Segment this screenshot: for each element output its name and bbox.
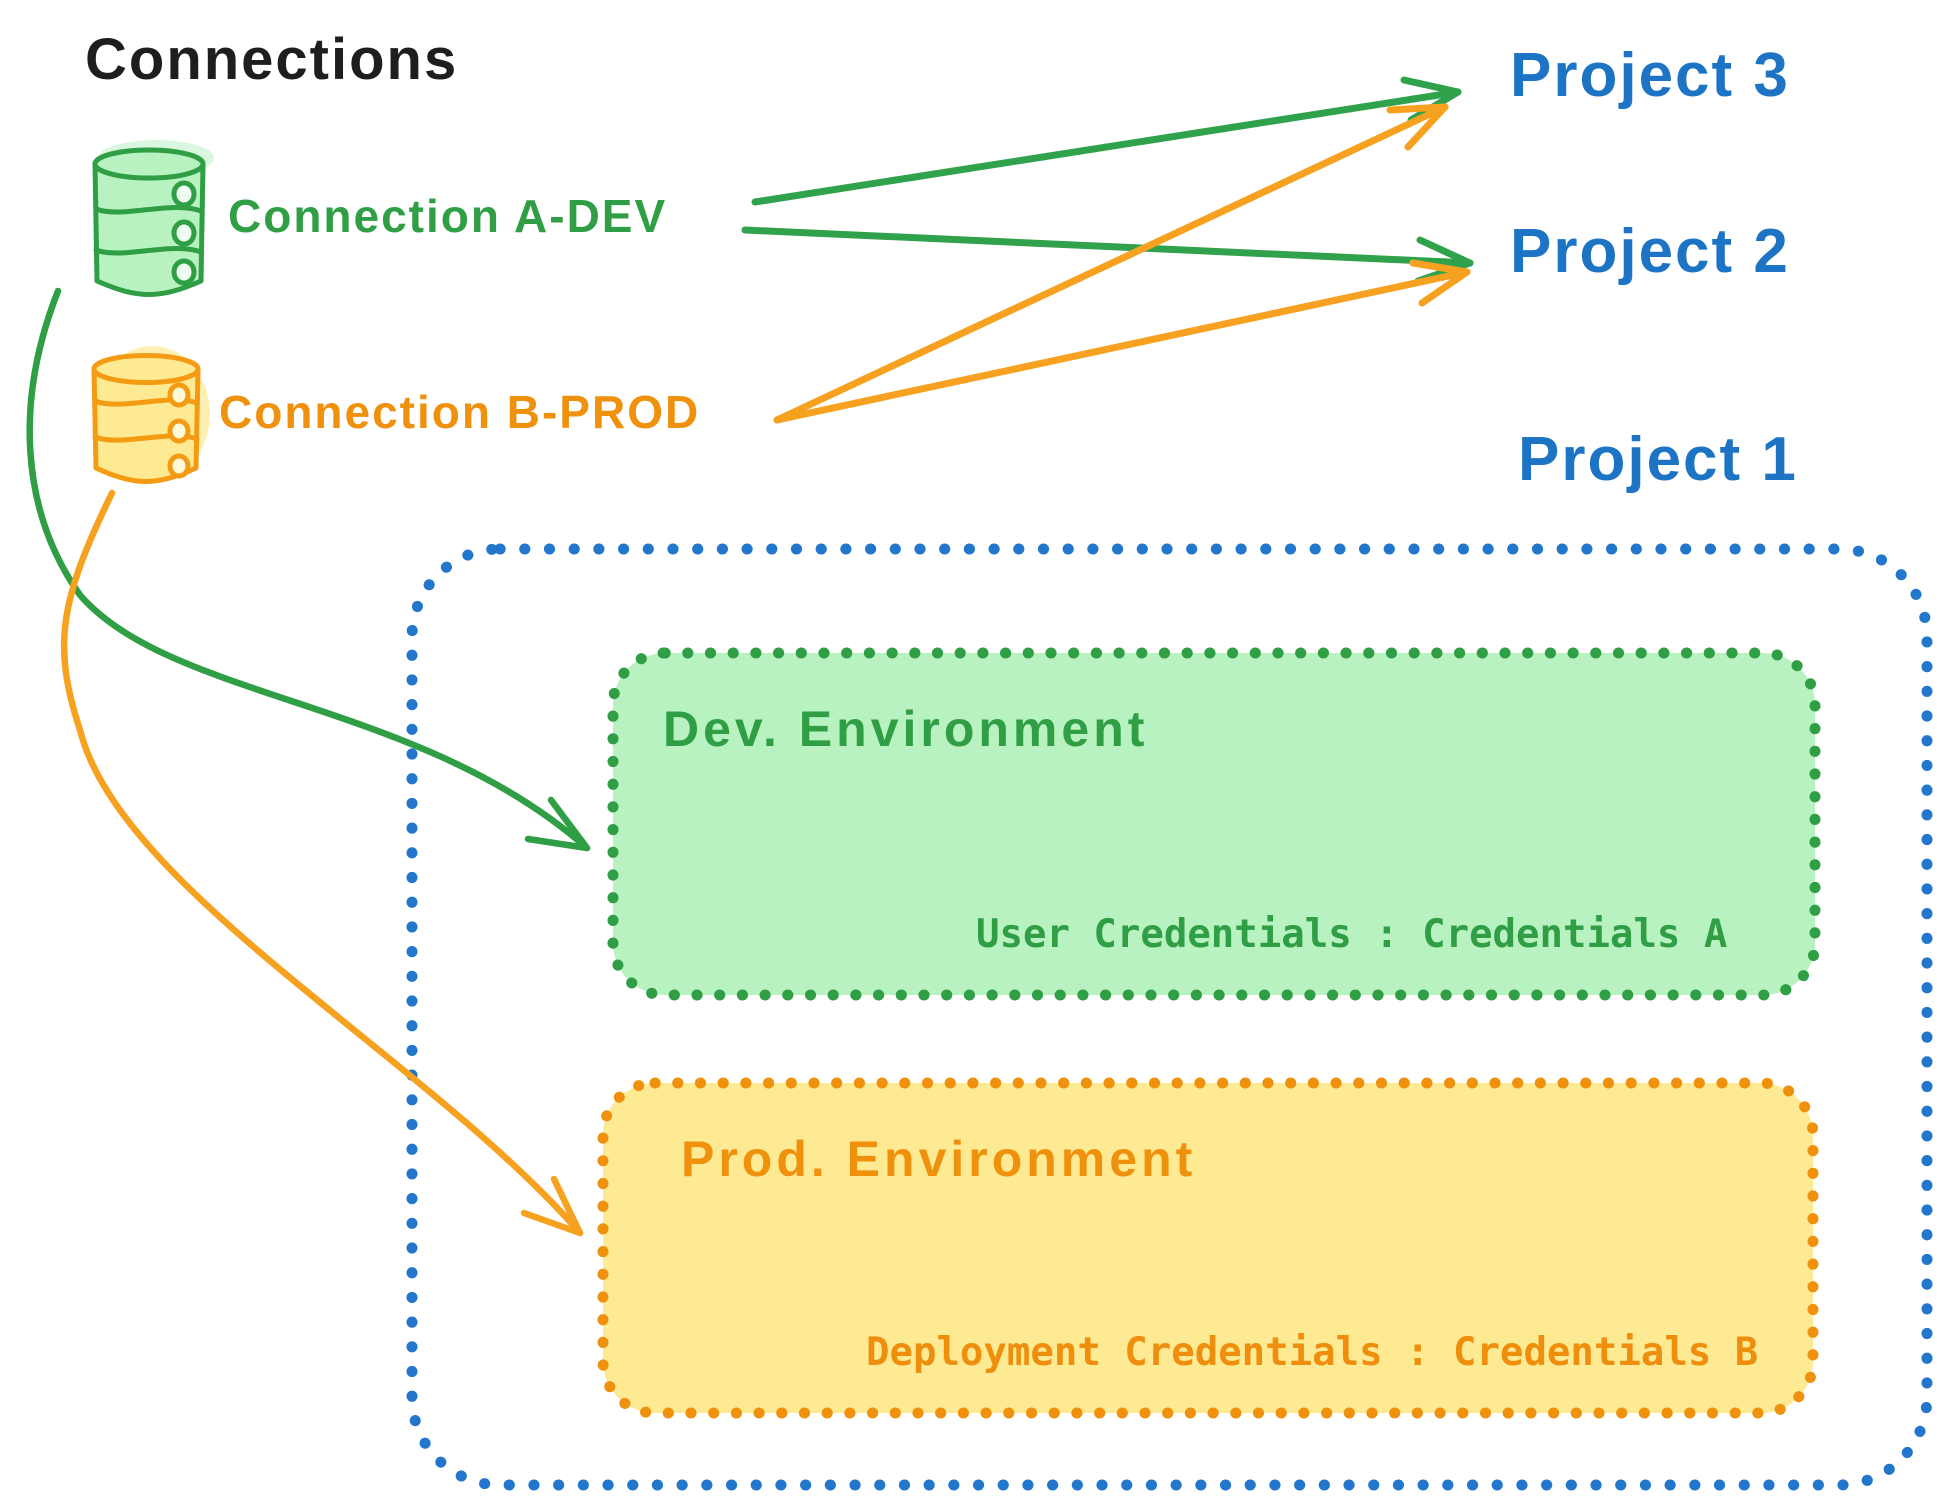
project1-label: Project 1 [1518,425,1798,494]
arrow-b-prod-to-project2 [773,259,1471,424]
arrow-b-prod-to-prod-environment [60,489,584,1237]
dev-environment-title: Dev. Environment [663,701,1149,757]
database-icon [92,140,214,297]
arrow-b-prod-to-project3 [773,103,1449,424]
project2-label: Project 2 [1510,217,1790,286]
arrow-a-dev-to-project3 [751,76,1462,206]
project3-label: Project 3 [1510,41,1790,110]
prod-environment-box [597,1077,1819,1419]
arrow-a-dev-to-dev-environment [26,287,591,852]
diagram-title: Connections [85,27,459,92]
prod-environment-credentials: Deployment Credentials : Credentials B [866,1330,1759,1375]
database-icon [91,346,210,484]
dev-environment-box [607,647,1821,1001]
prod-environment-title: Prod. Environment [681,1131,1197,1187]
project1-container-box [406,543,1933,1491]
connection-a-dev-label: Connection A-DEV [228,190,668,242]
dev-environment-credentials: User Credentials : Credentials A [976,912,1728,957]
connection-b-prod-label: Connection B-PROD [219,386,701,438]
arrow-a-dev-to-project2 [741,226,1474,285]
